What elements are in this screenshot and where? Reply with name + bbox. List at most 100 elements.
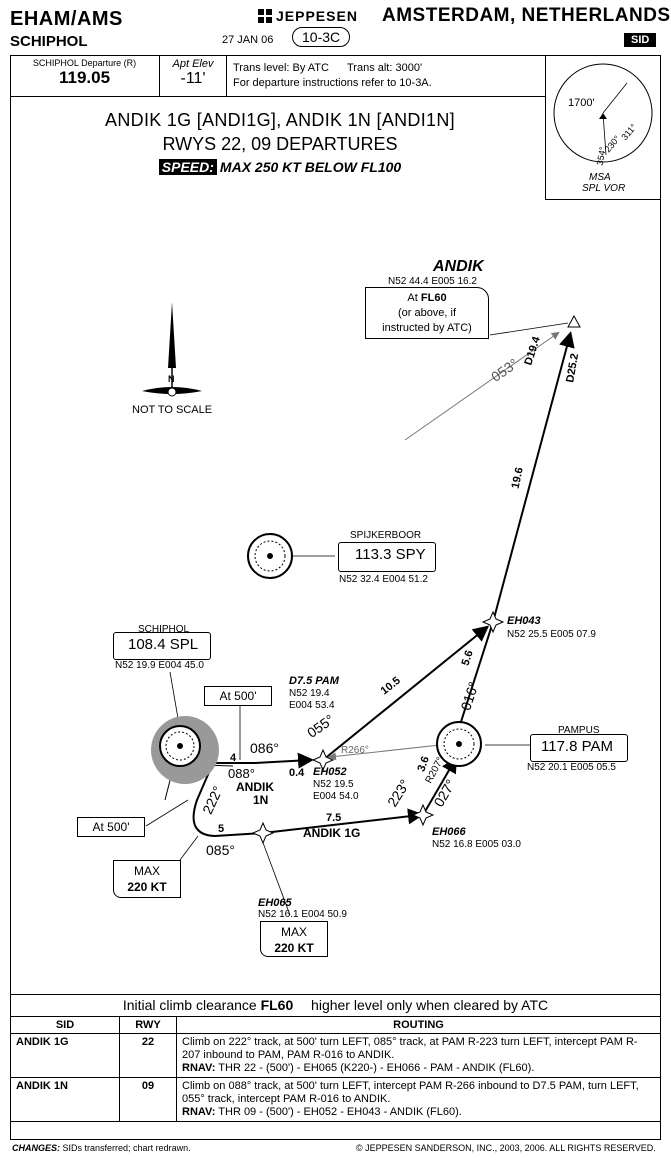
speed-text: MAX 250 KT BELOW FL100 [219,159,402,175]
col-sid: SID [10,1016,120,1034]
andik-box-line2: (or above, if [397,307,457,319]
clearance-post: higher level only when cleared by ATC [311,997,549,1013]
eh052-waypoint-icon [311,748,335,772]
changes-label: CHANGES: [12,1143,61,1153]
row-sid: ANDIK 1G [10,1033,120,1078]
col-routing: ROUTING [176,1016,661,1034]
spl-freq: 108.4 SPL [128,636,199,653]
eh043-coords: N52 25.5 E005 07.9 [507,629,596,640]
freq-value: 119.05 [58,68,111,87]
airport-id: EHAM/AMS [10,8,123,30]
copyright: © JEPPESEN SANDERSON, INC., 2003, 2006. … [356,1143,656,1153]
publisher-name: JEPPESEN [276,8,358,24]
chart-date: 27 JAN 06 [222,34,274,46]
not-to-scale: NOT TO SCALE [132,404,213,416]
publisher-logo: JEPPESEN [258,8,358,24]
eh043-waypoint-icon [481,610,505,634]
r266-inbound [328,744,441,761]
track-088: 088° [228,766,255,781]
leg-0-4: 0.4 [289,767,305,779]
table-row: ANDIK 1G 22 Climb on 222° track, at 500'… [10,1033,661,1078]
pam-vor-icon [436,721,482,767]
spy-vor-icon [247,533,293,579]
rnav-text: THR 22 - (500') - EH065 (K220-) - EH066 … [218,1062,535,1074]
rnav-label: RNAV: [182,1106,216,1118]
elev-label: Apt Elev [172,58,214,70]
airport-name: SCHIPHOL [10,33,88,50]
andik-waypoint-icon [567,314,581,328]
procedure-title: ANDIK 1G [ANDI1G], ANDIK 1N [ANDI1N] [105,110,455,130]
msa-diagram [553,63,653,163]
d75-pam-label: D7.5 PAM [289,675,339,687]
msa-sublabel: SPL VOR [582,183,626,194]
north-label: N [168,374,175,384]
max-220-box-1: MAX 220 KT [113,860,181,898]
spl-name: SCHIPHOL [138,624,190,635]
andik-1g-label: ANDIK 1G [303,826,361,840]
d75-coords-2: E004 53.4 [289,700,335,711]
page-number: 10-3C [292,27,351,47]
row-routing: Climb on 222° track, at 500' turn LEFT, … [176,1033,661,1078]
elev-value: -11' [180,70,206,87]
spy-name: SPIJKERBOOR [350,530,422,541]
trans-alt: Trans alt: 3000' [346,62,423,74]
andik-fl: FL60 [420,292,447,304]
leg-4: 4 [230,752,237,764]
route-map [142,302,581,916]
route-1g [192,769,424,838]
routing-section: Initial climb clearance FL60 higher leve… [10,994,661,1141]
at-500-box-1g: At 500' [77,817,145,837]
max-220-box-2: MAX 220 KT [260,921,328,957]
eh052-coords-1: N52 19.5 [313,779,354,790]
andik-1n-label: ANDIK [236,780,274,794]
pam-freq: 117.8 PAM [541,738,613,755]
spy-coords: N52 32.4 E004 51.2 [339,574,428,585]
msa-altitude: 1700' [568,97,595,109]
rnav-label: RNAV: [182,1062,216,1074]
chart-frame [10,55,661,1140]
pam-coords: N52 20.1 E005 05.5 [527,762,616,773]
trans-level: Trans level: By ATC [233,62,329,74]
routing-table: SID RWY ROUTING ANDIK 1G 22 Climb on 222… [10,1016,661,1122]
info-divider [10,96,545,97]
spy-navaid-box: 113.3 SPY [338,542,436,572]
speed-restriction: SPEED:MAX 250 KT BELOW FL100 [0,159,560,175]
city: AMSTERDAM, NETHERLANDS [382,5,671,26]
eh066-waypoint-icon [411,803,435,827]
eh065-label: EH065 [258,897,292,909]
radial-266: R266° [341,745,369,756]
msa-box: 1700' 311° 230° 354° MSA SPL VOR [545,55,661,200]
transition-info: Trans level: By ATC Trans alt: 3000' For … [233,61,432,91]
eh043-label: EH043 [507,615,541,627]
route-andik-r016 [458,331,575,729]
rnav-text: THR 09 - (500') - EH052 - EH043 - ANDIK … [218,1106,462,1118]
row-rwy: 22 [119,1033,177,1078]
track-053-line [404,331,560,441]
route-1n-086 [215,752,314,769]
row-rwy: 09 [119,1077,177,1122]
pam-name: PAMPUS [558,725,600,736]
andik-altitude-box: At FL60 (or above, if instructed by ATC) [365,287,489,339]
spl-navaid-box: 108.4 SPL [113,632,211,660]
at-500-box-1n: At 500' [204,686,272,706]
andik-box-line3: instructed by ATC) [382,322,472,334]
spy-freq: 113.3 SPY [355,546,426,563]
row-routing: Climb on 088° track, at 500' turn LEFT, … [176,1077,661,1122]
route-eh052-eh043 [322,625,490,761]
departure-instructions: For departure instructions refer to 10-3… [233,77,432,89]
routing-text: Climb on 088° track, at 500' turn LEFT, … [182,1080,639,1105]
chart-type-badge: SID [624,33,657,47]
andik-at: At [407,292,418,304]
col-rwy: RWY [119,1016,177,1034]
d75-coords-1: N52 19.4 [289,688,330,699]
andik-name: ANDIK [433,258,484,275]
max1-line2: 220 KT [127,880,167,894]
runway-title: RWYS 22, 09 DEPARTURES [162,134,398,154]
andik-1n-label-b: 1N [253,793,269,807]
eh065-waypoint-icon [251,821,275,845]
max2-line2: 220 KT [274,941,314,955]
changes-note: CHANGES: SIDs transferred; chart redrawn… [12,1143,191,1153]
track-085: 085° [206,842,235,858]
clearance-pre: Initial climb clearance [122,997,257,1013]
row-sid: ANDIK 1N [10,1077,120,1122]
